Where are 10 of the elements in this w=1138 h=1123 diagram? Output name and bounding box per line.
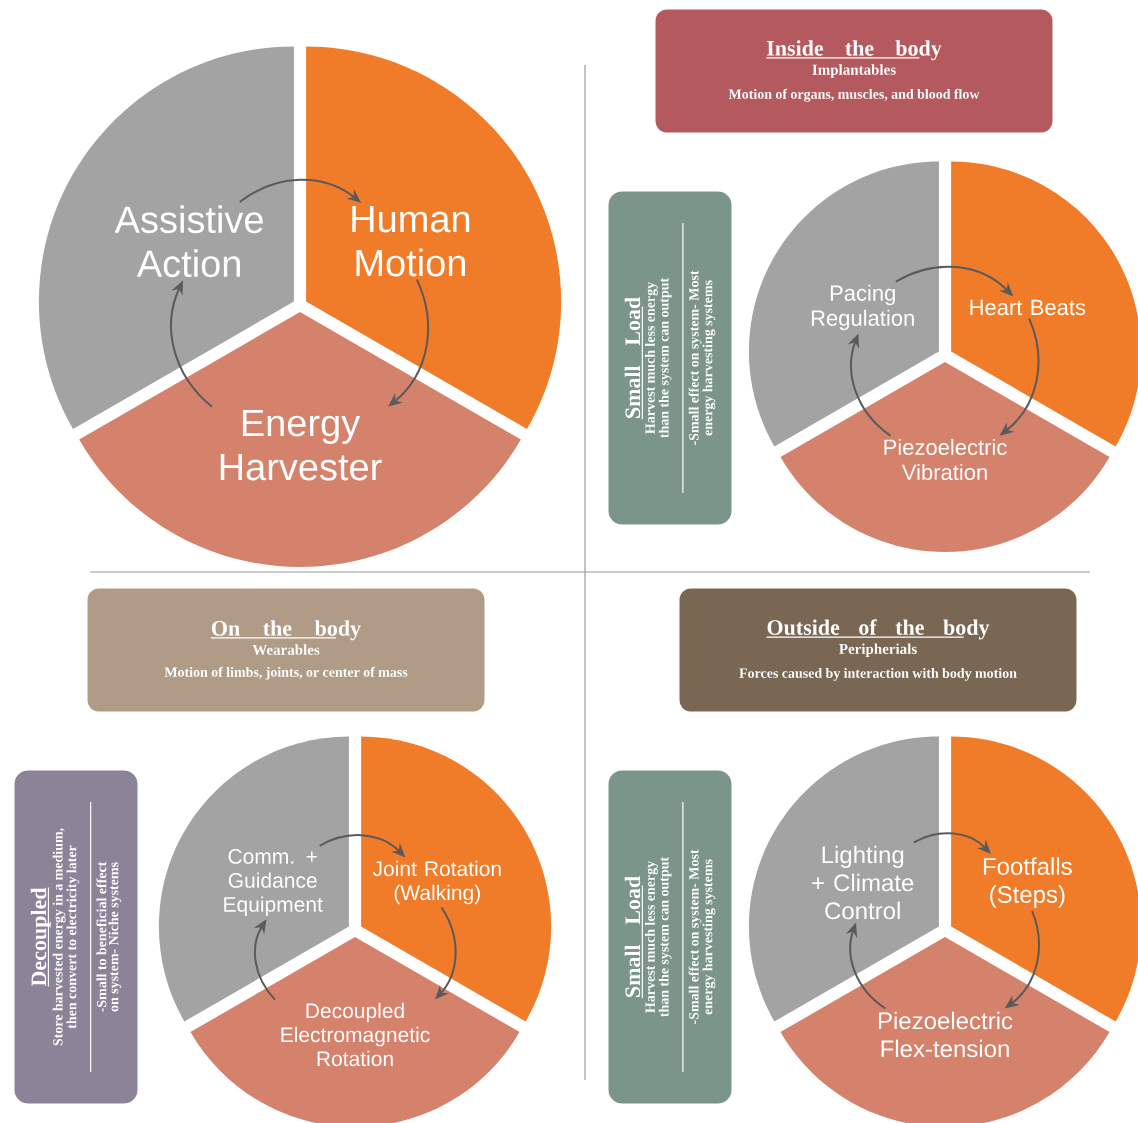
cycle-segment: Decoupled Electromagnetic Rotation (190, 937, 520, 1123)
header-banner: Outside of the body Peripherials Forces caused by interaction with body motion (678, 587, 1078, 713)
cycle-segment: Piezoelectric Vibration (780, 362, 1110, 553)
info-panel: Small Load Harvest much less energy than the system can output -Small effect on system- Most energy harvesting systems (607, 190, 733, 526)
cycle-segment: Energy Harvester (79, 312, 521, 568)
header-banner: On the body Wearables Motion of limbs, joints, or center of mass (86, 587, 486, 713)
info-panel: Small Load Harvest much less energy than the system can output -Small effect on system- Most energy harvesting systems (607, 769, 733, 1105)
cycle-segment: Piezoelectric Flex-tension (780, 937, 1110, 1123)
info-panel: Decoupled Store harvested energy in a medium, then convert to electricity later -Small to beneficial effect on system- Niche systems (13, 769, 139, 1105)
header-banner: Inside the body Implantables Motion of organs, muscles, and blood flow (654, 8, 1054, 134)
